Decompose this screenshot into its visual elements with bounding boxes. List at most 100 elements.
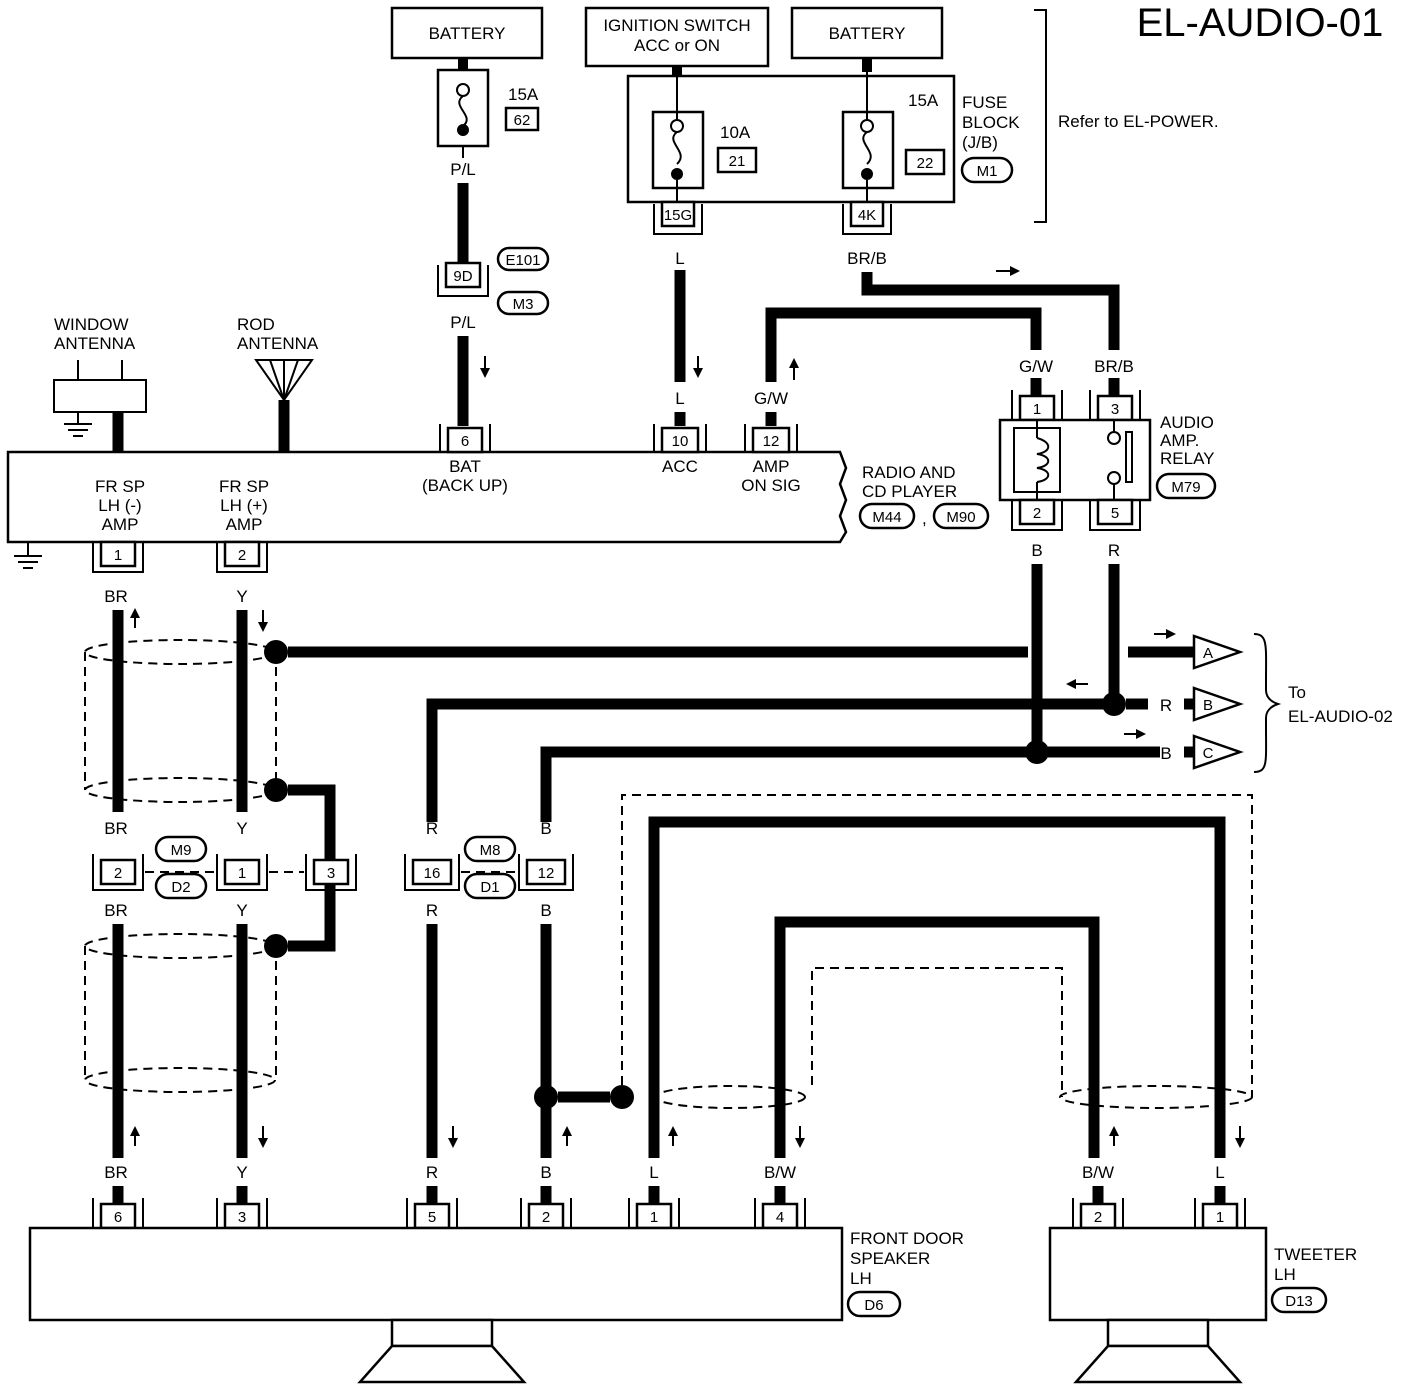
wire-color-r-1: R bbox=[426, 819, 438, 838]
radio-pin-2 bbox=[223, 540, 261, 568]
fuse-22-number: 22 bbox=[917, 155, 934, 172]
fuse-22-element-icon bbox=[862, 131, 872, 165]
wire-color-l-spk: L bbox=[649, 1163, 658, 1182]
fuse-62-element-icon bbox=[458, 95, 468, 127]
flow-arrow-up-icon bbox=[562, 1126, 572, 1136]
fuse-21-element-icon bbox=[672, 131, 682, 165]
joint-m8-pin-16 bbox=[411, 858, 453, 886]
wire-color-br-3: BR bbox=[104, 901, 128, 920]
splice-shield-upper bbox=[264, 640, 288, 664]
speaker-icon bbox=[357, 1344, 527, 1384]
window-antenna-icon bbox=[54, 360, 146, 381]
terminal-4k bbox=[849, 200, 885, 228]
connector-d13-tag bbox=[1270, 1286, 1328, 1314]
wire-color-bw-tw: B/W bbox=[1082, 1163, 1114, 1182]
flow-arrow-down-icon bbox=[258, 1138, 268, 1148]
fuse-block-bracket bbox=[1034, 9, 1047, 223]
tweeter-label-1: TWEETER bbox=[1274, 1245, 1357, 1264]
connector-m8: M8 bbox=[480, 842, 501, 859]
radio-bat-label: BAT bbox=[449, 457, 481, 476]
wire-color-b-3: B bbox=[540, 1163, 551, 1182]
wire-color-br-1: BR bbox=[104, 587, 128, 606]
tweeter-pin-2 bbox=[1079, 1202, 1117, 1230]
relay-label-2: AMP. bbox=[1160, 431, 1199, 450]
connector-m44: M44 bbox=[872, 509, 901, 526]
output-a-label: A bbox=[1203, 645, 1213, 662]
fuse-62-rating: 15A bbox=[508, 85, 539, 104]
wire-r-to-output bbox=[426, 698, 1108, 822]
speaker-pin-1 bbox=[635, 1202, 673, 1230]
connector-d6-tag bbox=[846, 1290, 902, 1318]
relay-pin-5 bbox=[1096, 498, 1134, 526]
radio-sp-neg-label-2: LH (-) bbox=[98, 496, 141, 515]
connector-d1-tag bbox=[463, 872, 517, 900]
window-antenna-label-1: WINDOW bbox=[54, 315, 129, 334]
wire-color-gw-relay: G/W bbox=[1019, 357, 1053, 376]
connector-m9: M9 bbox=[171, 842, 192, 859]
wire-color-br-2: BR bbox=[104, 819, 128, 838]
wire-color-y-3: Y bbox=[236, 901, 247, 920]
wire-color-l-tw: L bbox=[1215, 1163, 1224, 1182]
joint-m9-pin-1 bbox=[223, 858, 261, 886]
terminal-4k-label: 4K bbox=[858, 207, 876, 224]
relay-switch-icon bbox=[1125, 431, 1133, 483]
radio-acc-label: ACC bbox=[662, 457, 698, 476]
radio-sp-pos-label-1: FR SP bbox=[219, 477, 269, 496]
radio-pin-6 bbox=[446, 426, 484, 454]
output-c-label: C bbox=[1203, 745, 1214, 762]
speaker-pin-2-label: 2 bbox=[542, 1209, 550, 1226]
front-speaker-label-2: SPEAKER bbox=[850, 1249, 930, 1268]
splice-b bbox=[1025, 740, 1049, 764]
shield-lower-bottom bbox=[84, 1067, 276, 1093]
connector-e101: E101 bbox=[505, 252, 540, 269]
wire-color-b-2: B bbox=[540, 901, 551, 920]
connector-m3-tag bbox=[496, 290, 550, 316]
output-terminal-c bbox=[1192, 734, 1244, 770]
connector-m8-tag bbox=[463, 835, 517, 863]
wire-color-l-top: L bbox=[675, 249, 684, 268]
splice-b-shield bbox=[534, 1085, 558, 1109]
joint-m8-pin-12 bbox=[525, 858, 567, 886]
wire-color-pl-top: P/L bbox=[450, 160, 476, 179]
flow-arrow-right-icon bbox=[1010, 266, 1020, 276]
front-speaker-label-3: LH bbox=[850, 1269, 872, 1288]
shield-inner-path bbox=[811, 967, 1063, 1097]
wire-color-r-3: R bbox=[426, 1163, 438, 1182]
wire-color-l-mid: L bbox=[675, 389, 684, 408]
connector-d2: D2 bbox=[171, 879, 190, 896]
splice-r bbox=[1102, 692, 1126, 716]
flow-arrow-left-icon bbox=[1066, 679, 1076, 689]
output-terminal-a bbox=[1192, 634, 1244, 670]
ignition-switch-box bbox=[584, 6, 770, 68]
radio-amp-on-sig-label: ON SIG bbox=[741, 476, 801, 495]
flow-arrow-down-icon bbox=[448, 1138, 458, 1148]
fuse-block-ref-note: Refer to EL-POWER. bbox=[1058, 112, 1219, 131]
terminal-15g-label: 15G bbox=[664, 207, 692, 224]
radio-pin-12 bbox=[751, 426, 791, 454]
wire-color-gw-radio: G/W bbox=[754, 389, 788, 408]
rod-antenna-label-1: ROD bbox=[237, 315, 275, 334]
outputs-to-label: To bbox=[1288, 683, 1306, 702]
connector-d13: D13 bbox=[1285, 1293, 1313, 1310]
radio-cd-player bbox=[6, 450, 848, 544]
front-door-speaker bbox=[28, 1226, 844, 1322]
joint-m9-pin-3-label: 3 bbox=[327, 865, 335, 882]
tweeter-pin-1-label: 1 bbox=[1216, 1209, 1224, 1226]
wire-color-y-1: Y bbox=[236, 587, 247, 606]
speaker-pin-1-label: 1 bbox=[650, 1209, 658, 1226]
connector-e101-tag bbox=[496, 246, 550, 272]
wire-color-brb-relay: BR/B bbox=[1094, 357, 1134, 376]
wire-color-bw-spk: B/W bbox=[764, 1163, 796, 1182]
rod-antenna-label-2: ANTENNA bbox=[237, 334, 319, 353]
relay-coil-icon bbox=[1036, 437, 1050, 483]
connector-m3: M3 bbox=[513, 296, 534, 313]
joint-m9-pin-2-label: 2 bbox=[114, 865, 122, 882]
rod-antenna-icon bbox=[254, 359, 314, 402]
fuse-21-rating: 10A bbox=[720, 123, 751, 142]
fuse-62-number: 62 bbox=[514, 112, 531, 129]
fuse-block-label-3: (J/B) bbox=[962, 133, 998, 152]
relay-pin-2-label: 2 bbox=[1033, 505, 1041, 522]
front-speaker-cone-base bbox=[390, 1318, 494, 1348]
wire-color-b-out: B bbox=[1160, 744, 1171, 763]
flow-arrow-down-icon bbox=[795, 1138, 805, 1148]
